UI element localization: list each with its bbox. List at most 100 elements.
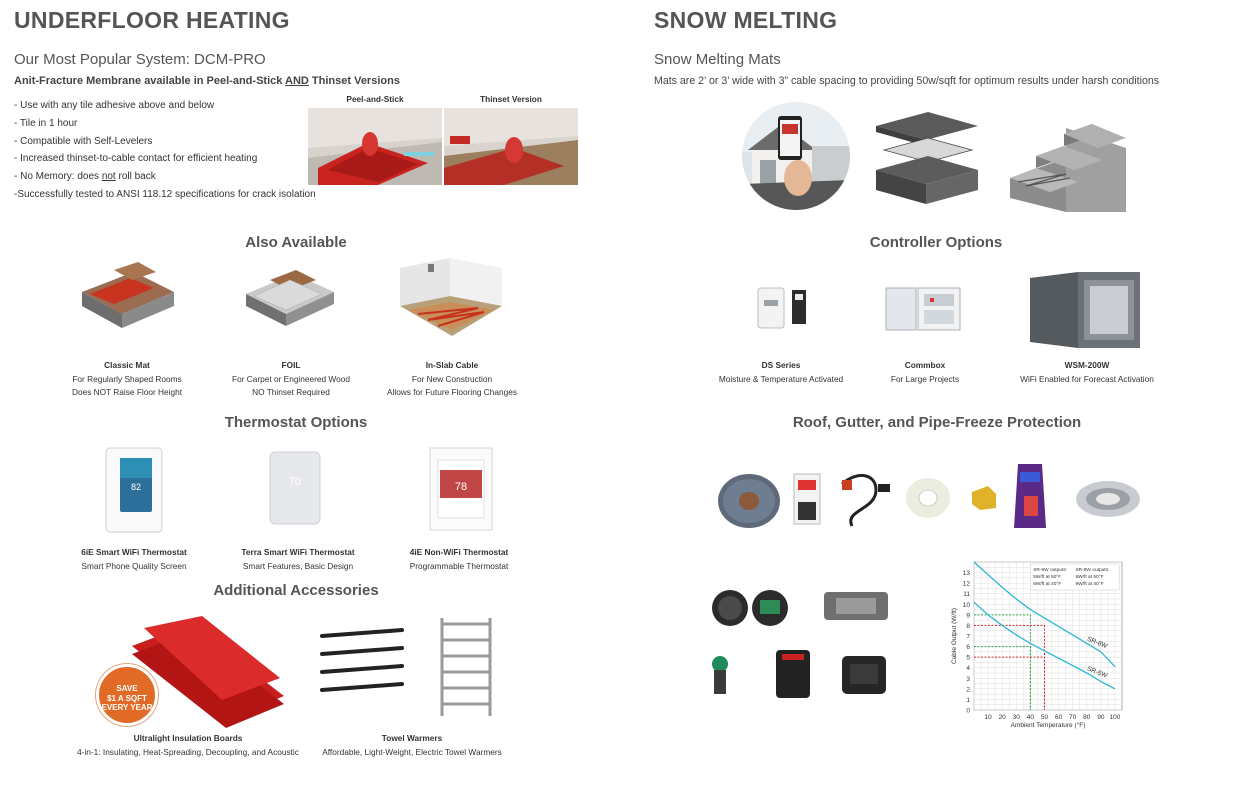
classic-mat-image xyxy=(74,262,180,330)
insulation-boards-image xyxy=(130,616,286,728)
x-tick-label: 10 xyxy=(984,714,992,721)
thermostat-terra-image: 70 xyxy=(268,450,322,526)
y-axis-label: Cable Output (W/ft) xyxy=(951,608,958,664)
legend-text: 8W/ft at 50°F xyxy=(1075,574,1103,580)
towel-bars-image xyxy=(318,626,408,694)
snow-mat-layers-image xyxy=(872,110,982,206)
y-tick-label: 5 xyxy=(966,655,970,662)
x-tick-label: 40 xyxy=(1027,714,1035,721)
foil-mat-image xyxy=(240,266,338,328)
cable-spool-image xyxy=(716,472,782,530)
marker-guide xyxy=(974,646,1031,710)
also-available-heading: Also Available xyxy=(245,234,347,251)
junction-boxes-image xyxy=(710,588,792,632)
underfloor-heating-title: UNDERFLOOR HEATING xyxy=(14,7,290,33)
x-tick-label: 80 xyxy=(1083,714,1091,721)
legend-text: 6W/ft at 40°F xyxy=(1033,581,1061,587)
insulation-boards-caption: Ultralight Insulation Boards 4-in-1: Ins… xyxy=(77,733,299,757)
thinset-version-photo xyxy=(444,108,578,185)
x-axis-label: Ambient Temperature (°F) xyxy=(1011,721,1086,729)
metal-fitting-image xyxy=(820,588,892,624)
y-tick-label: 12 xyxy=(963,581,971,588)
feature-list: - Use with any tile adhesive above and b… xyxy=(14,97,316,204)
indicator-light-image xyxy=(708,654,732,696)
commbox-caption: Commbox For Large Projects xyxy=(890,360,960,384)
legend-text: 5W/ft at 50°F xyxy=(1033,574,1061,580)
marker-guide xyxy=(974,656,1045,710)
y-tick-label: 9 xyxy=(966,612,970,619)
mats-description: Mats are 2’ or 3’ wide with 3” cable spa… xyxy=(654,75,1160,87)
series-line-sr-5w xyxy=(973,601,1116,690)
system-title: Our Most Popular System: DCM-PRO xyxy=(14,51,266,68)
in-slab-cable-image xyxy=(398,258,504,338)
y-tick-label: 2 xyxy=(966,686,970,693)
x-tick-label: 50 xyxy=(1041,714,1049,721)
towel-warmers-caption: Towel Warmers Affordable, Light-Weight, … xyxy=(322,733,502,757)
legend-text: SR-5W outputs: xyxy=(1033,567,1067,573)
thermostat-6ie-image: 82 xyxy=(104,446,164,534)
svg-text:82: 82 xyxy=(131,482,141,492)
series-line-sr-8w xyxy=(973,561,1116,668)
thermostat-options-heading: Thermostat Options xyxy=(224,414,368,431)
y-tick-label: 8 xyxy=(966,623,970,630)
legend-text: SR-8W outputs: xyxy=(1075,567,1109,573)
version-label-thinset: Thinset Version xyxy=(480,94,542,104)
roof-gutter-heading: Roof, Gutter, and Pipe-Freeze Protection xyxy=(792,414,1082,431)
phone-house-image xyxy=(742,102,850,210)
y-tick-label: 11 xyxy=(963,591,970,598)
thermostat-4ie-caption: 4iE Non-WiFi Thermostat Programmable The… xyxy=(409,547,509,571)
peel-and-stick-photo xyxy=(308,108,442,185)
y-tick-label: 13 xyxy=(963,570,971,577)
y-tick-label: 10 xyxy=(963,602,971,609)
in-slab-caption: In-Slab Cable For New Construction Allow… xyxy=(386,360,518,397)
feature-item: - Use with any tile adhesive above and b… xyxy=(14,100,215,111)
connector-box-image xyxy=(968,484,998,512)
save-badge: SAVE $1 A SQFT EVERY YEAR xyxy=(96,664,158,726)
snow-melting-title: SNOW MELTING xyxy=(654,7,838,33)
classic-mat-caption: Classic Mat For Regularly Shaped Rooms D… xyxy=(71,360,183,397)
commbox-image xyxy=(884,284,962,332)
black-box-image xyxy=(840,654,888,696)
power-cord-image xyxy=(836,470,896,530)
snow-melting-mats-title: Snow Melting Mats xyxy=(654,51,781,68)
thermostat-6ie-caption: 6iE Smart WiFi Thermostat Smart Phone Qu… xyxy=(81,547,187,571)
x-tick-label: 60 xyxy=(1055,714,1063,721)
y-tick-label: 7 xyxy=(966,634,970,641)
feature-item: - No Memory: does not roll back xyxy=(14,171,156,183)
y-tick-label: 4 xyxy=(966,665,970,672)
x-tick-label: 100 xyxy=(1110,714,1121,721)
controller-options-heading: Controller Options xyxy=(869,234,1003,251)
wsm-200w-image xyxy=(1028,270,1142,350)
additional-accessories-heading: Additional Accessories xyxy=(213,582,379,599)
package-image xyxy=(792,472,822,526)
ds-series-image xyxy=(752,282,812,334)
feature-item: - Compatible with Self-Levelers xyxy=(14,135,153,147)
y-tick-label: 1 xyxy=(966,697,970,704)
x-tick-label: 30 xyxy=(1013,714,1021,721)
y-tick-label: 3 xyxy=(966,676,970,683)
feature-item: - Tile in 1 hour xyxy=(14,117,78,129)
x-tick-label: 70 xyxy=(1069,714,1077,721)
y-tick-label: 6 xyxy=(966,644,970,651)
version-label-peel: Peel-and-Stick xyxy=(346,94,404,104)
feature-item: -Successfully tested to ANSI 118.12 spec… xyxy=(14,188,316,200)
black-box-red-image xyxy=(774,648,812,700)
legend-box xyxy=(1030,563,1120,591)
towel-warmer-rack-image xyxy=(432,614,498,720)
thermostat-terra-caption: Terra Smart WiFi Thermostat Smart Featur… xyxy=(241,547,355,571)
foil-caption: FOIL For Carpet or Engineered Wood NO Th… xyxy=(232,360,350,397)
y-tick-label: 0 xyxy=(966,708,970,715)
ds-series-caption: DS Series Moisture & Temperature Activat… xyxy=(718,360,844,384)
x-tick-label: 20 xyxy=(999,714,1007,721)
x-tick-label: 90 xyxy=(1097,714,1105,721)
snow-mat-stairs-image xyxy=(1006,108,1130,214)
product-package-image xyxy=(1012,462,1048,532)
legend-text: 9W/ft at 40°F xyxy=(1075,581,1103,587)
wsm-200w-caption: WSM-200W WiFi Enabled for Forecast Activ… xyxy=(1020,360,1154,384)
thermostat-4ie-image: 78 xyxy=(428,446,494,532)
svg-text:70: 70 xyxy=(289,476,301,488)
tape-roll-image xyxy=(904,476,952,520)
svg-text:78: 78 xyxy=(455,481,467,493)
